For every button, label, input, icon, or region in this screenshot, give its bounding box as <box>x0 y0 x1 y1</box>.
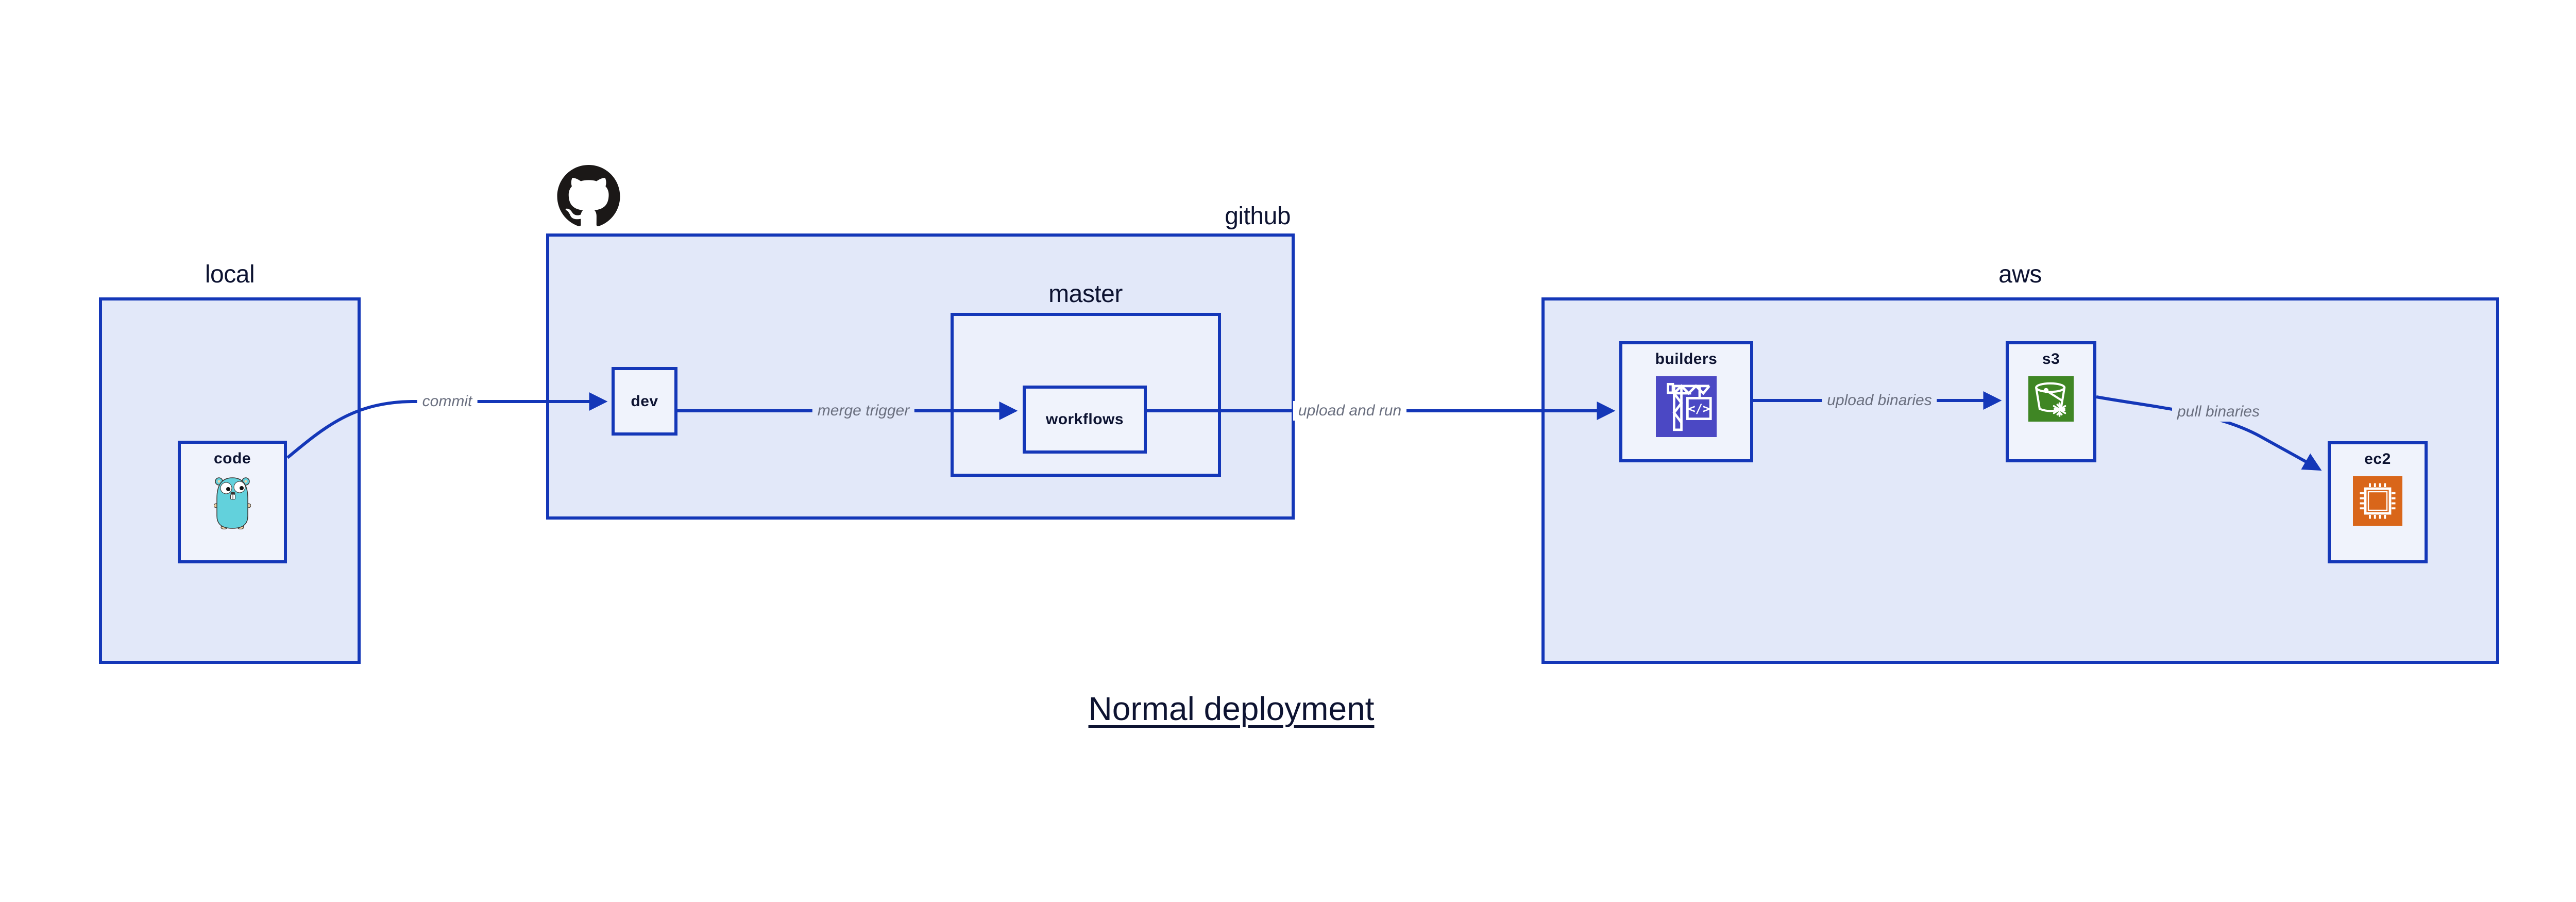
node-ec2-label: ec2 <box>2364 450 2391 467</box>
edge-label-pull-binaries: pull binaries <box>2172 402 2265 422</box>
node-code: code <box>178 441 287 563</box>
diagram-title: Normal deployment <box>1088 690 1375 727</box>
svg-text:</>: </> <box>1688 402 1710 416</box>
aws-container-label: aws <box>1998 261 2042 288</box>
node-workflows: workflows <box>1023 386 1147 454</box>
node-dev: dev <box>612 367 677 436</box>
ec2-chip-icon <box>2353 476 2402 526</box>
edge-label-commit: commit <box>417 392 478 411</box>
codebuild-crane-icon: </> <box>1656 376 1717 437</box>
master-container-label: master <box>1048 280 1123 308</box>
edge-label-upload-and-run: upload and run <box>1293 401 1407 421</box>
github-octocat-icon <box>557 165 620 226</box>
edge-label-upload-binaries: upload binaries <box>1822 391 1937 410</box>
node-workflows-label: workflows <box>1045 411 1124 428</box>
node-builders: builders </> <box>1619 341 1753 462</box>
node-s3-label: s3 <box>2042 350 2060 368</box>
node-ec2: ec2 <box>2328 441 2428 563</box>
node-builders-label: builders <box>1655 350 1718 368</box>
go-gopher-icon <box>214 477 251 529</box>
edge-label-merge-trigger: merge trigger <box>812 401 915 421</box>
github-container-label: github <box>1225 203 1291 230</box>
node-code-label: code <box>213 450 251 467</box>
s3-bucket-snowflake-icon <box>2028 376 2074 422</box>
node-dev-label: dev <box>631 392 658 410</box>
node-s3: s3 <box>2006 341 2096 462</box>
local-container-label: local <box>205 261 255 288</box>
